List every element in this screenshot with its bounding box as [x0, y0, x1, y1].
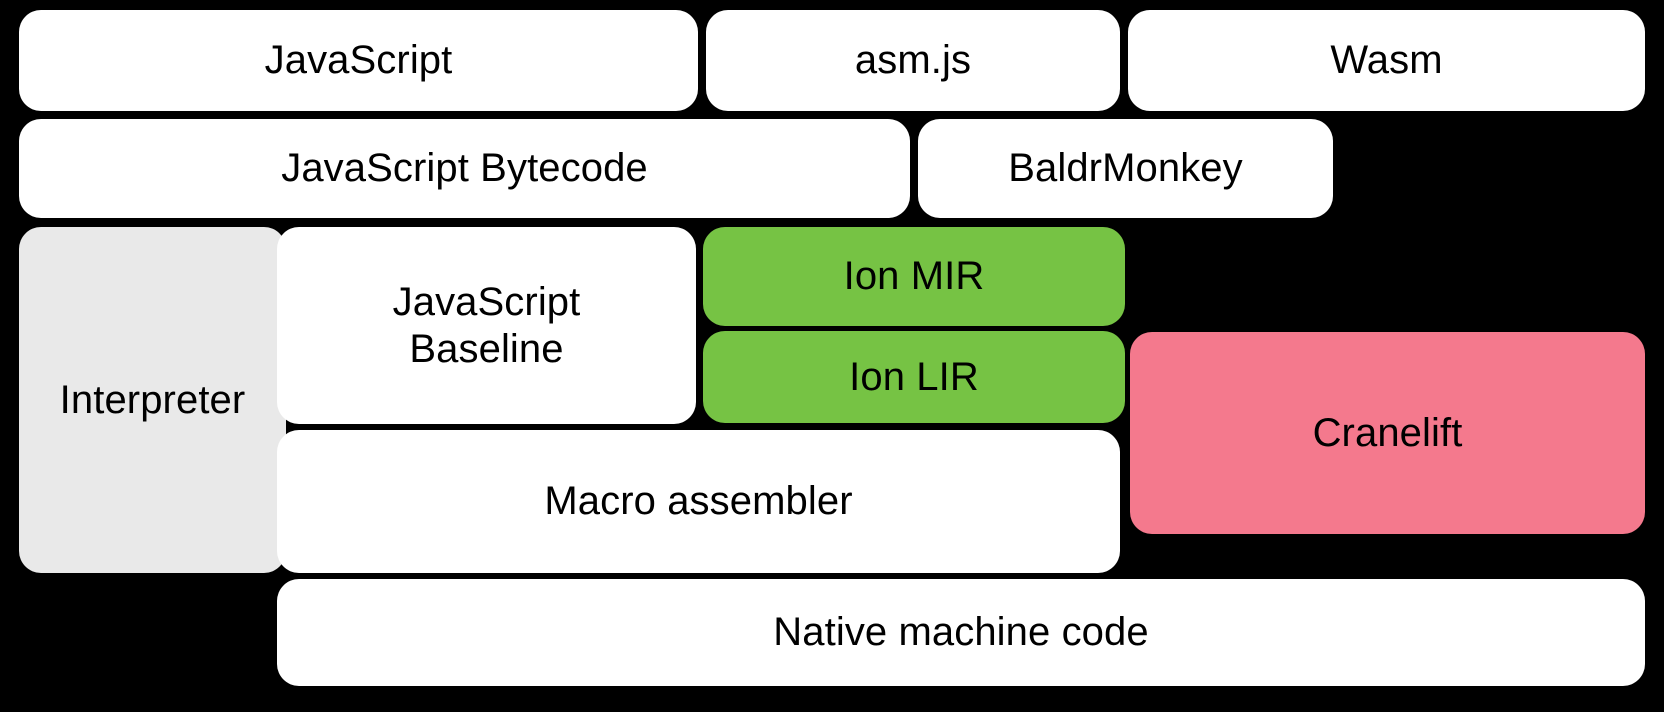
- node-macro-assembler: Macro assembler: [277, 430, 1120, 573]
- node-baldrmonkey: BaldrMonkey: [918, 119, 1333, 218]
- node-interpreter: Interpreter: [19, 227, 286, 573]
- node-javascript-baseline: JavaScript Baseline: [277, 227, 696, 424]
- node-cranelift: Cranelift: [1130, 332, 1645, 534]
- node-asmjs: asm.js: [706, 10, 1120, 111]
- node-ion-lir: Ion LIR: [703, 331, 1125, 423]
- node-wasm: Wasm: [1128, 10, 1645, 111]
- node-javascript-bytecode: JavaScript Bytecode: [19, 119, 910, 218]
- node-ion-mir: Ion MIR: [703, 227, 1125, 326]
- node-javascript: JavaScript: [19, 10, 698, 111]
- node-native-machine-code: Native machine code: [277, 579, 1645, 686]
